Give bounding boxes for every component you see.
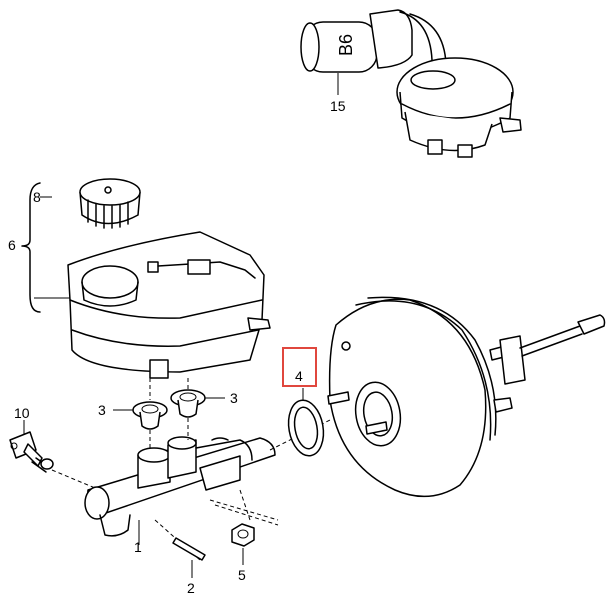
cap-marking: B6 <box>336 34 356 56</box>
label-4: 4 <box>295 368 303 384</box>
part-3-grommet-left <box>132 401 168 430</box>
label-8: 8 <box>33 189 41 205</box>
part-1-master-cylinder <box>84 436 276 537</box>
part-8-reservoir-cap <box>79 178 141 229</box>
part-4-gasket <box>287 399 325 457</box>
label-3-left: 3 <box>98 402 106 418</box>
label-3-right: 3 <box>230 390 238 406</box>
label-2: 2 <box>187 580 195 596</box>
part-2-pin <box>172 537 206 561</box>
label-6: 6 <box>8 237 16 253</box>
part-5-nut <box>231 523 255 547</box>
bracket-6 <box>21 182 41 313</box>
label-5: 5 <box>238 567 246 583</box>
label-1: 1 <box>134 539 142 555</box>
brake-booster <box>327 296 606 498</box>
label-10: 10 <box>14 405 30 421</box>
highlight-box-part-4 <box>282 347 317 387</box>
part-15-cap-assembly: B6 <box>300 9 522 158</box>
part-6-fluid-reservoir <box>67 231 271 379</box>
part-10-pressure-switch <box>9 431 54 473</box>
label-15: 15 <box>330 98 346 114</box>
part-3-grommet-right <box>170 389 206 418</box>
